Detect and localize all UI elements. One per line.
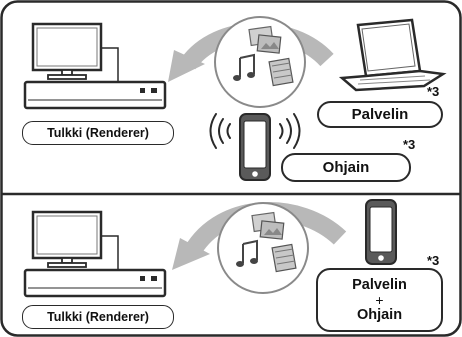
tv-icon <box>31 22 103 80</box>
server-controller-label: Palvelin + Ohjain <box>316 268 443 332</box>
tv-icon <box>31 210 103 268</box>
smartphone-icon <box>239 113 271 181</box>
photo-icon <box>251 211 285 240</box>
player-icon <box>23 268 167 298</box>
controller-label: Ohjain <box>281 153 411 182</box>
plus-sign: + <box>375 292 384 308</box>
video-icon <box>268 57 294 87</box>
controller-footnote: *3 <box>403 137 416 152</box>
music-note-icon <box>236 239 258 267</box>
photo-icon <box>248 25 282 54</box>
player-label: Tulkki (Renderer) <box>22 121 174 145</box>
wireless-signal-icon <box>209 113 301 149</box>
video-icon <box>271 243 297 273</box>
server-footnote: *3 <box>427 84 440 99</box>
smartphone-icon <box>365 199 397 265</box>
server-controller-footnote: *3 <box>427 253 440 268</box>
music-note-icon <box>233 53 255 81</box>
player-icon <box>23 80 167 110</box>
player-label: Tulkki (Renderer) <box>22 305 174 329</box>
laptop-icon <box>338 18 447 92</box>
server-label: Palvelin <box>317 101 443 128</box>
server-controller-line2: Ohjain <box>356 307 403 323</box>
server-controller-line1: Palvelin <box>352 277 407 293</box>
